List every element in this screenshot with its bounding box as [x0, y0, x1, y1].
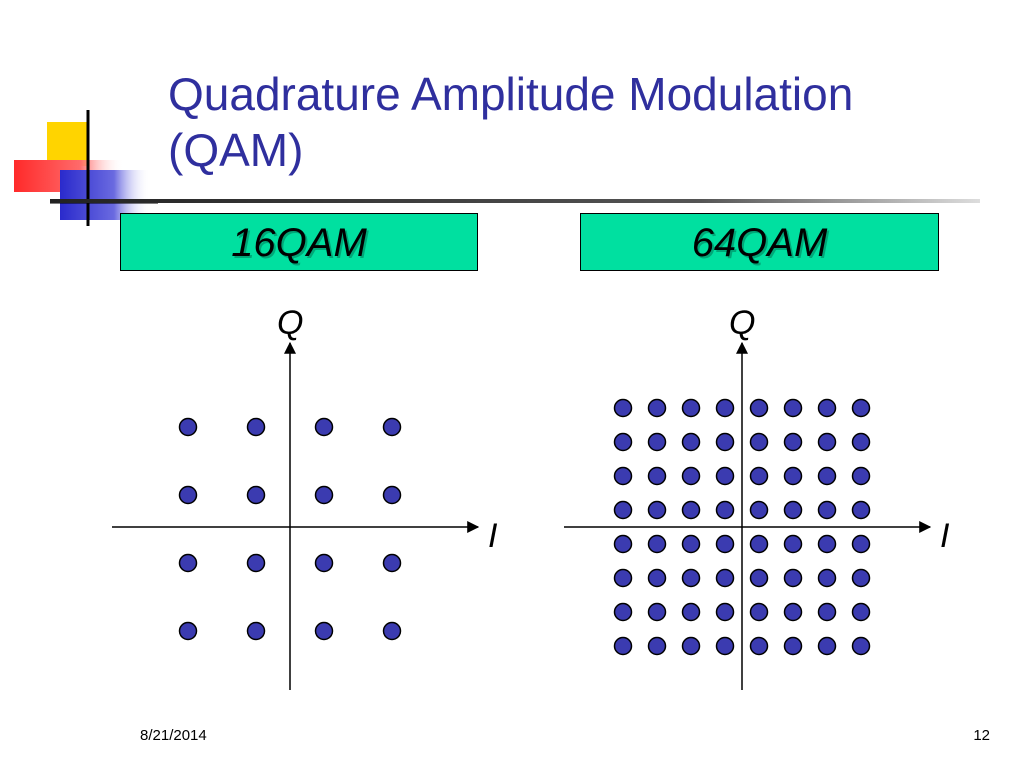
constellation-point	[749, 500, 769, 520]
constellation-point	[783, 534, 803, 554]
constellation-point	[314, 553, 334, 573]
constellation-point	[647, 636, 667, 656]
slide-title: Quadrature Amplitude Modulation (QAM)	[168, 68, 854, 176]
constellation-point	[681, 466, 701, 486]
label-64qam: 64QAM	[580, 213, 939, 271]
constellation-point	[749, 432, 769, 452]
constellation-point	[817, 534, 837, 554]
constellation-point	[647, 568, 667, 588]
constellation-point	[783, 636, 803, 656]
constellation-point	[246, 553, 266, 573]
logo-blue-bar	[60, 170, 150, 220]
constellation-point	[715, 466, 735, 486]
constellation-point	[382, 621, 402, 641]
constellation-point	[783, 568, 803, 588]
constellation-point	[314, 485, 334, 505]
constellation-point	[715, 602, 735, 622]
constellation-point	[246, 621, 266, 641]
label-16qam: 16QAM	[120, 213, 478, 271]
constellation-point	[715, 534, 735, 554]
constellation-point	[647, 432, 667, 452]
constellation-point	[382, 485, 402, 505]
constellation-point	[613, 500, 633, 520]
constellation-point	[783, 500, 803, 520]
constellation-point	[681, 636, 701, 656]
constellation-point	[817, 398, 837, 418]
constellation-point	[817, 568, 837, 588]
q-axis-label-64qam: Q	[729, 304, 755, 342]
constellation-point	[647, 534, 667, 554]
constellation-point	[681, 602, 701, 622]
constellation-point	[817, 466, 837, 486]
constellation-point	[749, 568, 769, 588]
constellation-point	[314, 417, 334, 437]
constellation-point	[817, 636, 837, 656]
footer-date: 8/21/2014	[140, 727, 207, 744]
constellation-point	[246, 417, 266, 437]
constellation-point	[851, 534, 871, 554]
constellation-point	[613, 432, 633, 452]
i-axis-label-64qam: I	[940, 517, 950, 555]
constellation-point	[178, 553, 198, 573]
constellation-point	[647, 398, 667, 418]
constellation-point	[681, 398, 701, 418]
points-16qam	[178, 417, 402, 641]
constellation-point	[613, 568, 633, 588]
constellation-point	[749, 636, 769, 656]
i-axis-label-16qam: I	[488, 517, 498, 555]
constellation-point	[613, 398, 633, 418]
constellation-point	[817, 432, 837, 452]
constellation-point	[178, 417, 198, 437]
constellation-point	[851, 500, 871, 520]
constellation-point	[749, 602, 769, 622]
constellation-point	[314, 621, 334, 641]
constellation-16qam: Q I	[112, 304, 498, 690]
constellation-point	[715, 568, 735, 588]
logo-yellow-square	[47, 122, 89, 166]
constellation-point	[715, 398, 735, 418]
constellation-point	[681, 432, 701, 452]
constellation-point	[647, 466, 667, 486]
constellation-point	[851, 432, 871, 452]
constellation-point	[647, 500, 667, 520]
constellation-point	[749, 398, 769, 418]
constellation-point	[613, 466, 633, 486]
constellation-point	[246, 485, 266, 505]
constellation-point	[749, 466, 769, 486]
q-axis-label-16qam: Q	[277, 304, 303, 342]
constellation-point	[851, 398, 871, 418]
title-underline	[50, 199, 980, 203]
constellation-point	[851, 466, 871, 486]
constellation-point	[817, 500, 837, 520]
constellation-point	[681, 534, 701, 554]
constellation-point	[613, 602, 633, 622]
constellation-point	[851, 602, 871, 622]
constellation-point	[783, 398, 803, 418]
constellation-point	[681, 500, 701, 520]
constellation-point	[681, 568, 701, 588]
constellation-point	[749, 534, 769, 554]
constellation-point	[783, 602, 803, 622]
constellation-point	[715, 432, 735, 452]
constellation-point	[715, 500, 735, 520]
constellation-point	[178, 621, 198, 641]
constellation-point	[715, 636, 735, 656]
constellation-point	[783, 466, 803, 486]
constellation-point	[851, 568, 871, 588]
constellation-point	[613, 534, 633, 554]
constellation-point	[613, 636, 633, 656]
points-64qam	[613, 398, 871, 656]
constellation-point	[382, 417, 402, 437]
constellation-point	[647, 602, 667, 622]
constellation-point	[817, 602, 837, 622]
constellation-point	[178, 485, 198, 505]
constellation-point	[382, 553, 402, 573]
constellation-64qam: Q I	[564, 304, 950, 690]
constellation-point	[851, 636, 871, 656]
constellation-point	[783, 432, 803, 452]
page-number: 12	[973, 727, 990, 744]
